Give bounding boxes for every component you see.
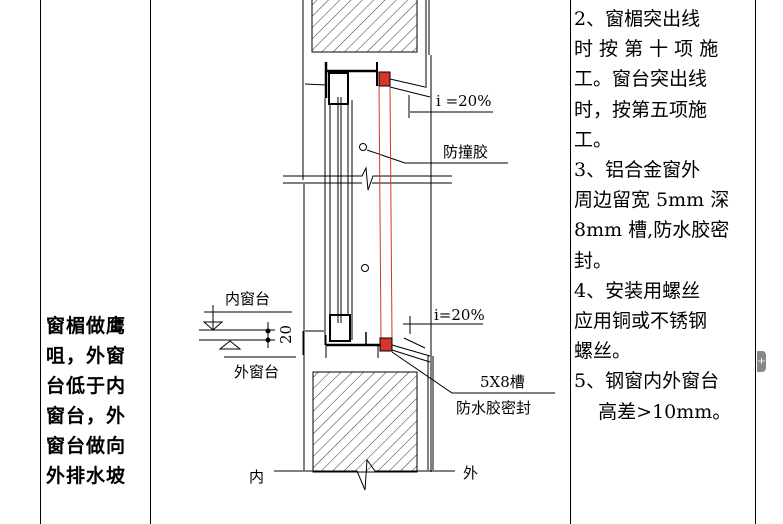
note-line: 2、窗楣突出线 — [574, 8, 701, 30]
dimension-label: 20 — [277, 325, 295, 344]
description-line: 台低于内 — [46, 375, 127, 397]
wall-block-bottom — [312, 371, 418, 473]
description-line: 窗楣做鹰 — [46, 315, 127, 337]
note-line: 时 按 第 十 项 施 — [574, 38, 719, 61]
description-line: 窗台做向 — [46, 435, 127, 457]
red-glass — [378, 71, 393, 352]
wall-block-top — [311, 0, 418, 53]
note-line: 8mm 槽,防水胶密 — [574, 219, 730, 242]
note-line: 3、铝合金窗外 — [574, 159, 701, 182]
outside-label: 外 — [463, 464, 478, 482]
side-expand-tab[interactable]: + — [757, 351, 766, 372]
outer-sill-label: 外窗台 — [234, 363, 279, 381]
note-line: 周边留宽 5mm 深 — [574, 189, 730, 212]
description-line: 咀，外窗 — [46, 345, 127, 367]
seal-label: 防水胶密封 — [456, 399, 531, 417]
slope-top-label: i =20% — [436, 92, 491, 110]
note-line: 高差>10mm。 — [574, 400, 732, 423]
description-line: 外排水坡 — [46, 465, 127, 487]
note-line: 应用铜或不锈钢 — [574, 310, 708, 333]
notes-cell: 2、窗楣突出线 时 按 第 十 项 施 工。窗台突出线 时，按第五项施 工。 3… — [574, 4, 754, 427]
note-line: 螺丝。 — [574, 340, 632, 363]
groove-label: 5X8槽 — [480, 373, 525, 391]
note-line: 4、安装用螺丝 — [574, 279, 701, 302]
inside-label: 内 — [249, 468, 264, 486]
table-border-mid — [150, 0, 151, 524]
slope-bottom-label: i=20% — [434, 306, 485, 324]
table-border-left — [40, 0, 41, 524]
note-line: 5、钢窗内外窗台 — [574, 370, 720, 393]
description-line: 窗台，外 — [46, 405, 127, 427]
description-cell: 窗楣做鹰 咀，外窗 台低于内 窗台，外 窗台做向 外排水坡 — [46, 311, 146, 491]
note-line: 工。窗台突出线 — [574, 68, 708, 91]
anti-collision-label: 防撞胶 — [443, 143, 488, 161]
inner-sill-label: 内窗台 — [225, 290, 270, 308]
table-border-right — [755, 0, 756, 524]
note-line: 时，按第五项施 — [574, 98, 708, 121]
note-line: 封。 — [574, 249, 613, 272]
table-border-right-mid — [570, 0, 571, 524]
note-line: 工。 — [574, 128, 613, 151]
